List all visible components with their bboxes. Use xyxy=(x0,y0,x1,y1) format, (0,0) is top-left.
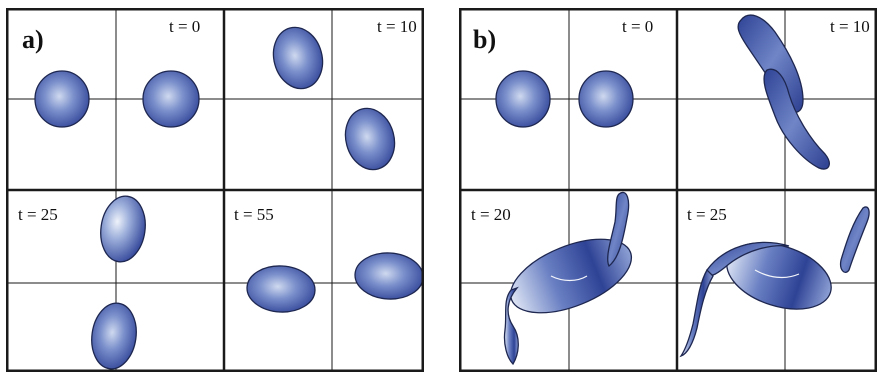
vortex-blob xyxy=(272,26,324,90)
panel-a-canvas: a) t = 0 t = 10 t = 25 t = 55 xyxy=(6,8,424,372)
panel-border xyxy=(459,8,877,372)
vortex-blob xyxy=(495,70,551,128)
vortex-blob xyxy=(142,70,200,128)
vortex-tail xyxy=(607,191,630,268)
panel-a: a) t = 0 t = 10 t = 25 t = 55 xyxy=(6,8,424,372)
frame-b-t0: b) t = 0 xyxy=(461,10,677,190)
vortex-blob xyxy=(344,107,396,171)
time-label: t = 25 xyxy=(18,205,58,224)
frame-b-t25: t = 25 xyxy=(677,190,875,370)
vortex-tail xyxy=(679,268,714,358)
time-label: t = 0 xyxy=(169,17,200,36)
time-label: t = 10 xyxy=(377,17,417,36)
vortex-blob xyxy=(578,70,634,128)
shear-line xyxy=(754,269,800,279)
frame-a-t25: t = 25 xyxy=(8,190,224,370)
time-label: t = 10 xyxy=(830,17,870,36)
frame-b-t10: t = 10 xyxy=(677,10,875,190)
time-label: t = 55 xyxy=(234,205,274,224)
frame-a-t0: a) t = 0 xyxy=(8,10,224,190)
vortex-core xyxy=(509,238,633,314)
vortex-blob xyxy=(246,265,316,313)
vortex-filament xyxy=(763,68,830,170)
frame-a-t10: t = 10 xyxy=(224,10,422,190)
shear-line xyxy=(550,275,588,282)
time-label: t = 20 xyxy=(471,205,511,224)
vortex-tail xyxy=(503,286,519,366)
panel-border xyxy=(6,8,424,372)
panel-label: b) xyxy=(473,25,496,54)
time-label: t = 0 xyxy=(622,17,653,36)
time-label: t = 25 xyxy=(687,205,727,224)
vortex-blob xyxy=(91,302,137,370)
vortex-filament xyxy=(706,241,790,276)
panel-label: a) xyxy=(22,25,44,54)
vortex-blob xyxy=(354,252,424,300)
vortex-tail xyxy=(839,206,870,274)
frame-b-t20: t = 20 xyxy=(461,190,677,370)
vortex-blob xyxy=(100,195,146,263)
vortex-blob xyxy=(34,70,90,128)
panel-b: b) t = 0 t = 10 t = 20 xyxy=(459,8,877,372)
frame-a-t55: t = 55 xyxy=(224,190,424,370)
panel-b-canvas: b) t = 0 t = 10 t = 20 xyxy=(459,8,877,372)
